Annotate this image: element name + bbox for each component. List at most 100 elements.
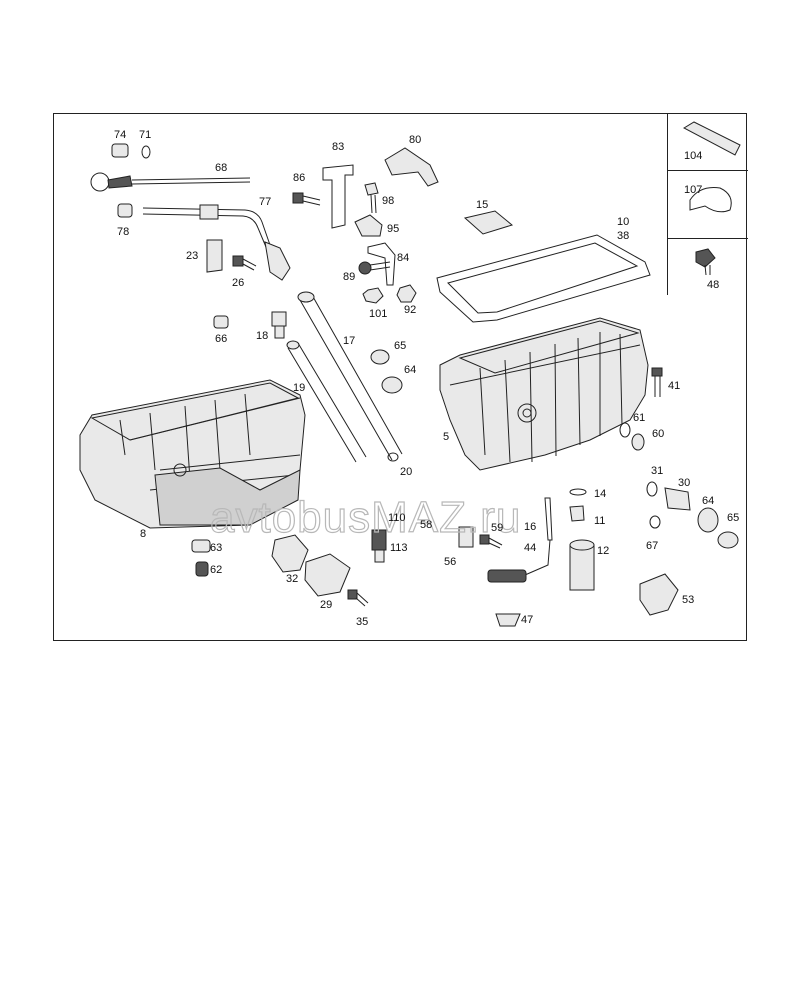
bracket-83 bbox=[322, 164, 354, 229]
seal-64a bbox=[381, 376, 403, 394]
label-64a: 64 bbox=[404, 364, 416, 376]
sensor-113 bbox=[371, 529, 387, 563]
label-84: 84 bbox=[397, 252, 409, 264]
label-74: 74 bbox=[114, 129, 126, 141]
label-26: 26 bbox=[232, 277, 244, 289]
watermark: avtobusMAZ.ru bbox=[210, 493, 521, 542]
oil-pan-right bbox=[439, 317, 649, 471]
fitting-30 bbox=[664, 487, 691, 511]
label-10: 10 bbox=[617, 216, 629, 228]
bolt-26 bbox=[232, 255, 257, 271]
label-14: 14 bbox=[594, 488, 606, 500]
label-29: 29 bbox=[320, 599, 332, 611]
bracket-23 bbox=[206, 239, 223, 273]
label-63: 63 bbox=[210, 542, 222, 554]
label-71: 71 bbox=[139, 129, 151, 141]
label-78: 78 bbox=[117, 226, 129, 238]
tie-107-icon bbox=[689, 187, 732, 213]
label-32: 32 bbox=[286, 573, 298, 585]
plug-11 bbox=[569, 505, 585, 522]
label-104: 104 bbox=[684, 150, 702, 162]
diagram-frame bbox=[53, 113, 747, 641]
side-cell-104 bbox=[668, 113, 748, 171]
label-53: 53 bbox=[682, 594, 694, 606]
part-47 bbox=[495, 613, 521, 627]
label-107: 107 bbox=[684, 184, 702, 196]
label-18: 18 bbox=[256, 330, 268, 342]
label-86: 86 bbox=[293, 172, 305, 184]
label-20: 20 bbox=[400, 466, 412, 478]
label-30: 30 bbox=[678, 477, 690, 489]
ring-31 bbox=[646, 481, 658, 497]
label-83: 83 bbox=[332, 141, 344, 153]
clamp-65b bbox=[717, 531, 739, 549]
label-68: 68 bbox=[215, 162, 227, 174]
cover-32 bbox=[271, 534, 309, 573]
ring-20 bbox=[387, 452, 399, 462]
label-12: 12 bbox=[597, 545, 609, 557]
bolt-35 bbox=[347, 589, 369, 607]
sensor-16 bbox=[544, 497, 553, 541]
label-17: 17 bbox=[343, 335, 355, 347]
seal-64b bbox=[697, 507, 719, 533]
label-67: 67 bbox=[646, 540, 658, 552]
label-110: 110 bbox=[388, 512, 406, 524]
side-cell-107 bbox=[668, 171, 748, 239]
label-15: 15 bbox=[476, 199, 488, 211]
nut-101 bbox=[362, 287, 384, 304]
label-44: 44 bbox=[524, 542, 536, 554]
label-95: 95 bbox=[387, 223, 399, 235]
cap-78 bbox=[117, 203, 133, 218]
label-48: 48 bbox=[707, 279, 719, 291]
ring-61 bbox=[619, 422, 631, 438]
filter-12 bbox=[569, 539, 595, 591]
ring-14 bbox=[569, 488, 587, 496]
label-66: 66 bbox=[215, 333, 227, 345]
bracket-56 bbox=[458, 526, 474, 548]
label-62: 62 bbox=[210, 564, 222, 576]
label-80: 80 bbox=[409, 134, 421, 146]
plug-60 bbox=[631, 433, 645, 451]
label-98: 98 bbox=[382, 195, 394, 207]
label-65a: 65 bbox=[394, 340, 406, 352]
clamp-65a bbox=[370, 349, 390, 365]
bolt-59 bbox=[479, 534, 503, 549]
cap-74 bbox=[111, 143, 129, 158]
label-89: 89 bbox=[343, 271, 355, 283]
sensor-18 bbox=[271, 311, 287, 339]
bracket-84 bbox=[367, 242, 396, 286]
bolt-86 bbox=[292, 192, 321, 206]
plug-63 bbox=[191, 539, 211, 553]
label-92: 92 bbox=[404, 304, 416, 316]
label-11: 11 bbox=[594, 515, 605, 527]
label-60: 60 bbox=[652, 428, 664, 440]
label-77: 77 bbox=[259, 196, 271, 208]
label-8: 8 bbox=[140, 528, 146, 540]
guide-tube-77 bbox=[142, 207, 271, 246]
pipe-19 bbox=[287, 342, 367, 463]
label-19: 19 bbox=[293, 382, 305, 394]
nut-92 bbox=[396, 284, 417, 303]
label-101: 101 bbox=[369, 308, 387, 320]
label-31: 31 bbox=[651, 465, 663, 477]
label-5: 5 bbox=[443, 431, 449, 443]
label-16: 16 bbox=[524, 521, 536, 533]
label-59: 59 bbox=[491, 522, 503, 534]
plug-66 bbox=[213, 315, 229, 329]
tube-104-icon bbox=[682, 121, 741, 156]
part-15 bbox=[463, 210, 514, 235]
sensor-44 bbox=[487, 539, 551, 583]
gasket bbox=[436, 234, 651, 323]
bolt-89 bbox=[358, 261, 391, 275]
label-58: 58 bbox=[420, 519, 432, 531]
label-38: 38 bbox=[617, 230, 629, 242]
cover-29 bbox=[304, 553, 351, 597]
label-41: 41 bbox=[668, 380, 680, 392]
bracket-80 bbox=[384, 147, 439, 187]
plug-62 bbox=[195, 561, 209, 577]
part-53 bbox=[639, 573, 679, 616]
ring-67 bbox=[649, 515, 661, 529]
label-35: 35 bbox=[356, 616, 368, 628]
label-64b: 64 bbox=[702, 495, 714, 507]
